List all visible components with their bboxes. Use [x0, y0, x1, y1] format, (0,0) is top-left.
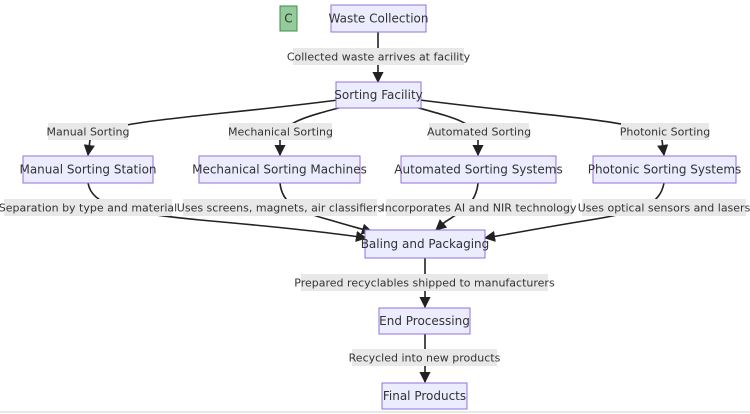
edge-label-collected: Collected waste arrives at facility	[287, 48, 471, 65]
edge-label-manual: Manual Sorting	[46, 123, 130, 140]
edge-label-photonic: Photonic Sorting	[620, 123, 711, 140]
node-waste-collection[interactable]: Waste Collection	[329, 4, 429, 33]
edge-label-screens: Uses screens, magnets, air classifiers	[177, 199, 384, 216]
class-badge-text: C	[284, 12, 292, 26]
edge-label-prepared: Prepared recyclables shipped to manufact…	[294, 274, 555, 291]
edge-label-ai-nir: Incorporates AI and NIR technology	[382, 199, 577, 216]
edge-label-manual-text: Manual Sorting	[46, 126, 129, 139]
edge-label-automated: Automated Sorting	[427, 123, 531, 140]
node-sorting-facility[interactable]: Sorting Facility	[334, 81, 423, 109]
node-mechanical-sorting-machines-text: Mechanical Sorting Machines	[192, 163, 367, 177]
edge-mechanical-to-baling	[279, 182, 374, 235]
node-waste-collection-text: Waste Collection	[329, 12, 429, 26]
node-baling-and-packaging-text: Baling and Packaging	[361, 237, 490, 251]
node-manual-sorting-station[interactable]: Manual Sorting Station	[19, 155, 157, 184]
edge-label-prepared-text: Prepared recyclables shipped to manufact…	[294, 277, 555, 290]
edge-label-separation: Separation by type and material	[0, 199, 177, 216]
nodes: C Waste Collection Sorting Facility Manu…	[19, 4, 742, 410]
node-sorting-facility-text: Sorting Facility	[334, 88, 423, 102]
edge-label-automated-text: Automated Sorting	[427, 126, 531, 139]
class-badge: C	[279, 5, 298, 32]
edge-label-screens-text: Uses screens, magnets, air classifiers	[177, 202, 384, 215]
edge-label-photonic-text: Photonic Sorting	[620, 126, 711, 139]
node-end-processing[interactable]: End Processing	[378, 307, 471, 335]
node-manual-sorting-station-text: Manual Sorting Station	[19, 163, 156, 177]
node-final-products-text: Final Products	[383, 389, 466, 403]
edge-label-recycled-text: Recycled into new products	[349, 352, 501, 365]
edge-label-ai-nir-text: Incorporates AI and NIR technology	[382, 202, 577, 215]
node-automated-sorting-systems[interactable]: Automated Sorting Systems	[394, 155, 563, 184]
edge-label-recycled: Recycled into new products	[349, 349, 501, 366]
edge-label-separation-text: Separation by type and material	[0, 202, 177, 215]
node-final-products[interactable]: Final Products	[381, 382, 468, 410]
node-mechanical-sorting-machines[interactable]: Mechanical Sorting Machines	[192, 155, 367, 184]
edge-label-optical-text: Uses optical sensors and lasers	[578, 202, 750, 215]
edge-label-mechanical-text: Mechanical Sorting	[228, 126, 333, 139]
node-automated-sorting-systems-text: Automated Sorting Systems	[394, 163, 562, 177]
edge-label-optical: Uses optical sensors and lasers	[578, 199, 750, 216]
node-end-processing-text: End Processing	[379, 314, 470, 328]
node-photonic-sorting-systems[interactable]: Photonic Sorting Systems	[588, 155, 742, 184]
edge-label-mechanical: Mechanical Sorting	[228, 123, 333, 140]
node-photonic-sorting-systems-text: Photonic Sorting Systems	[588, 163, 742, 177]
edge-label-collected-text: Collected waste arrives at facility	[287, 51, 471, 64]
edge-labels: Collected waste arrives at facility Manu…	[0, 48, 750, 366]
node-baling-and-packaging[interactable]: Baling and Packaging	[361, 229, 490, 259]
